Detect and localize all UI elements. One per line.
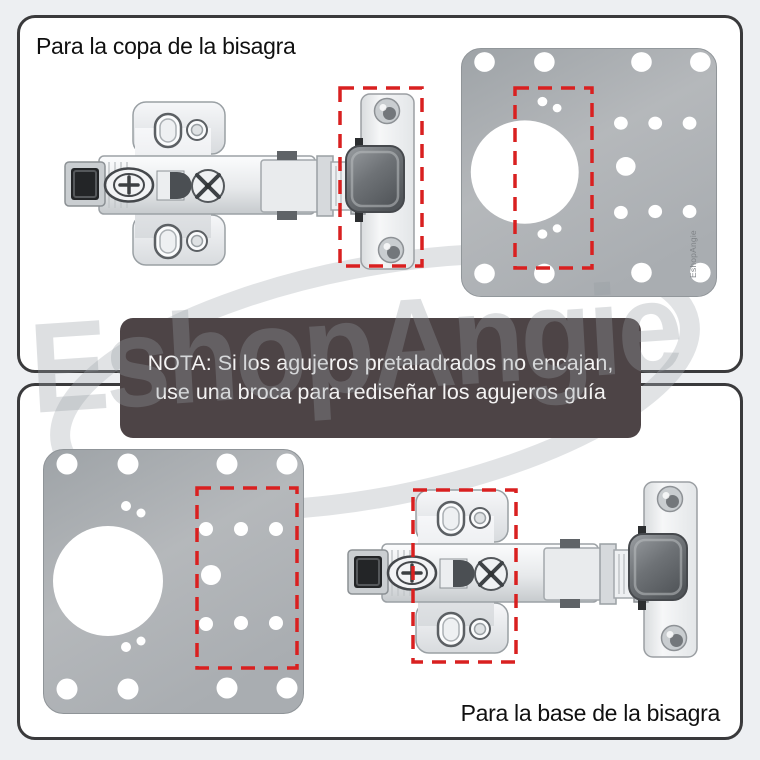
repair-plate-image-bottom [43, 449, 304, 714]
repair-plate-image-top [460, 47, 718, 298]
note-line-1: NOTA: Si los agujeros pretaladrados no e… [147, 351, 614, 375]
plate-brand-logo-text: EshopAngie [688, 230, 698, 278]
hinge-image-top [63, 92, 416, 271]
plate-brand-logo: EshopAngie [688, 226, 704, 284]
note-line-2: use una broca para rediseñar los agujero… [155, 380, 606, 404]
note-box: NOTA: Si los agujeros pretaladrados no e… [120, 318, 641, 438]
panel-bottom-title: Para la base de la bisagra [460, 700, 721, 726]
hinge-image-bottom [346, 480, 699, 659]
panel-top-title: Para la copa de la bisagra [36, 33, 296, 59]
